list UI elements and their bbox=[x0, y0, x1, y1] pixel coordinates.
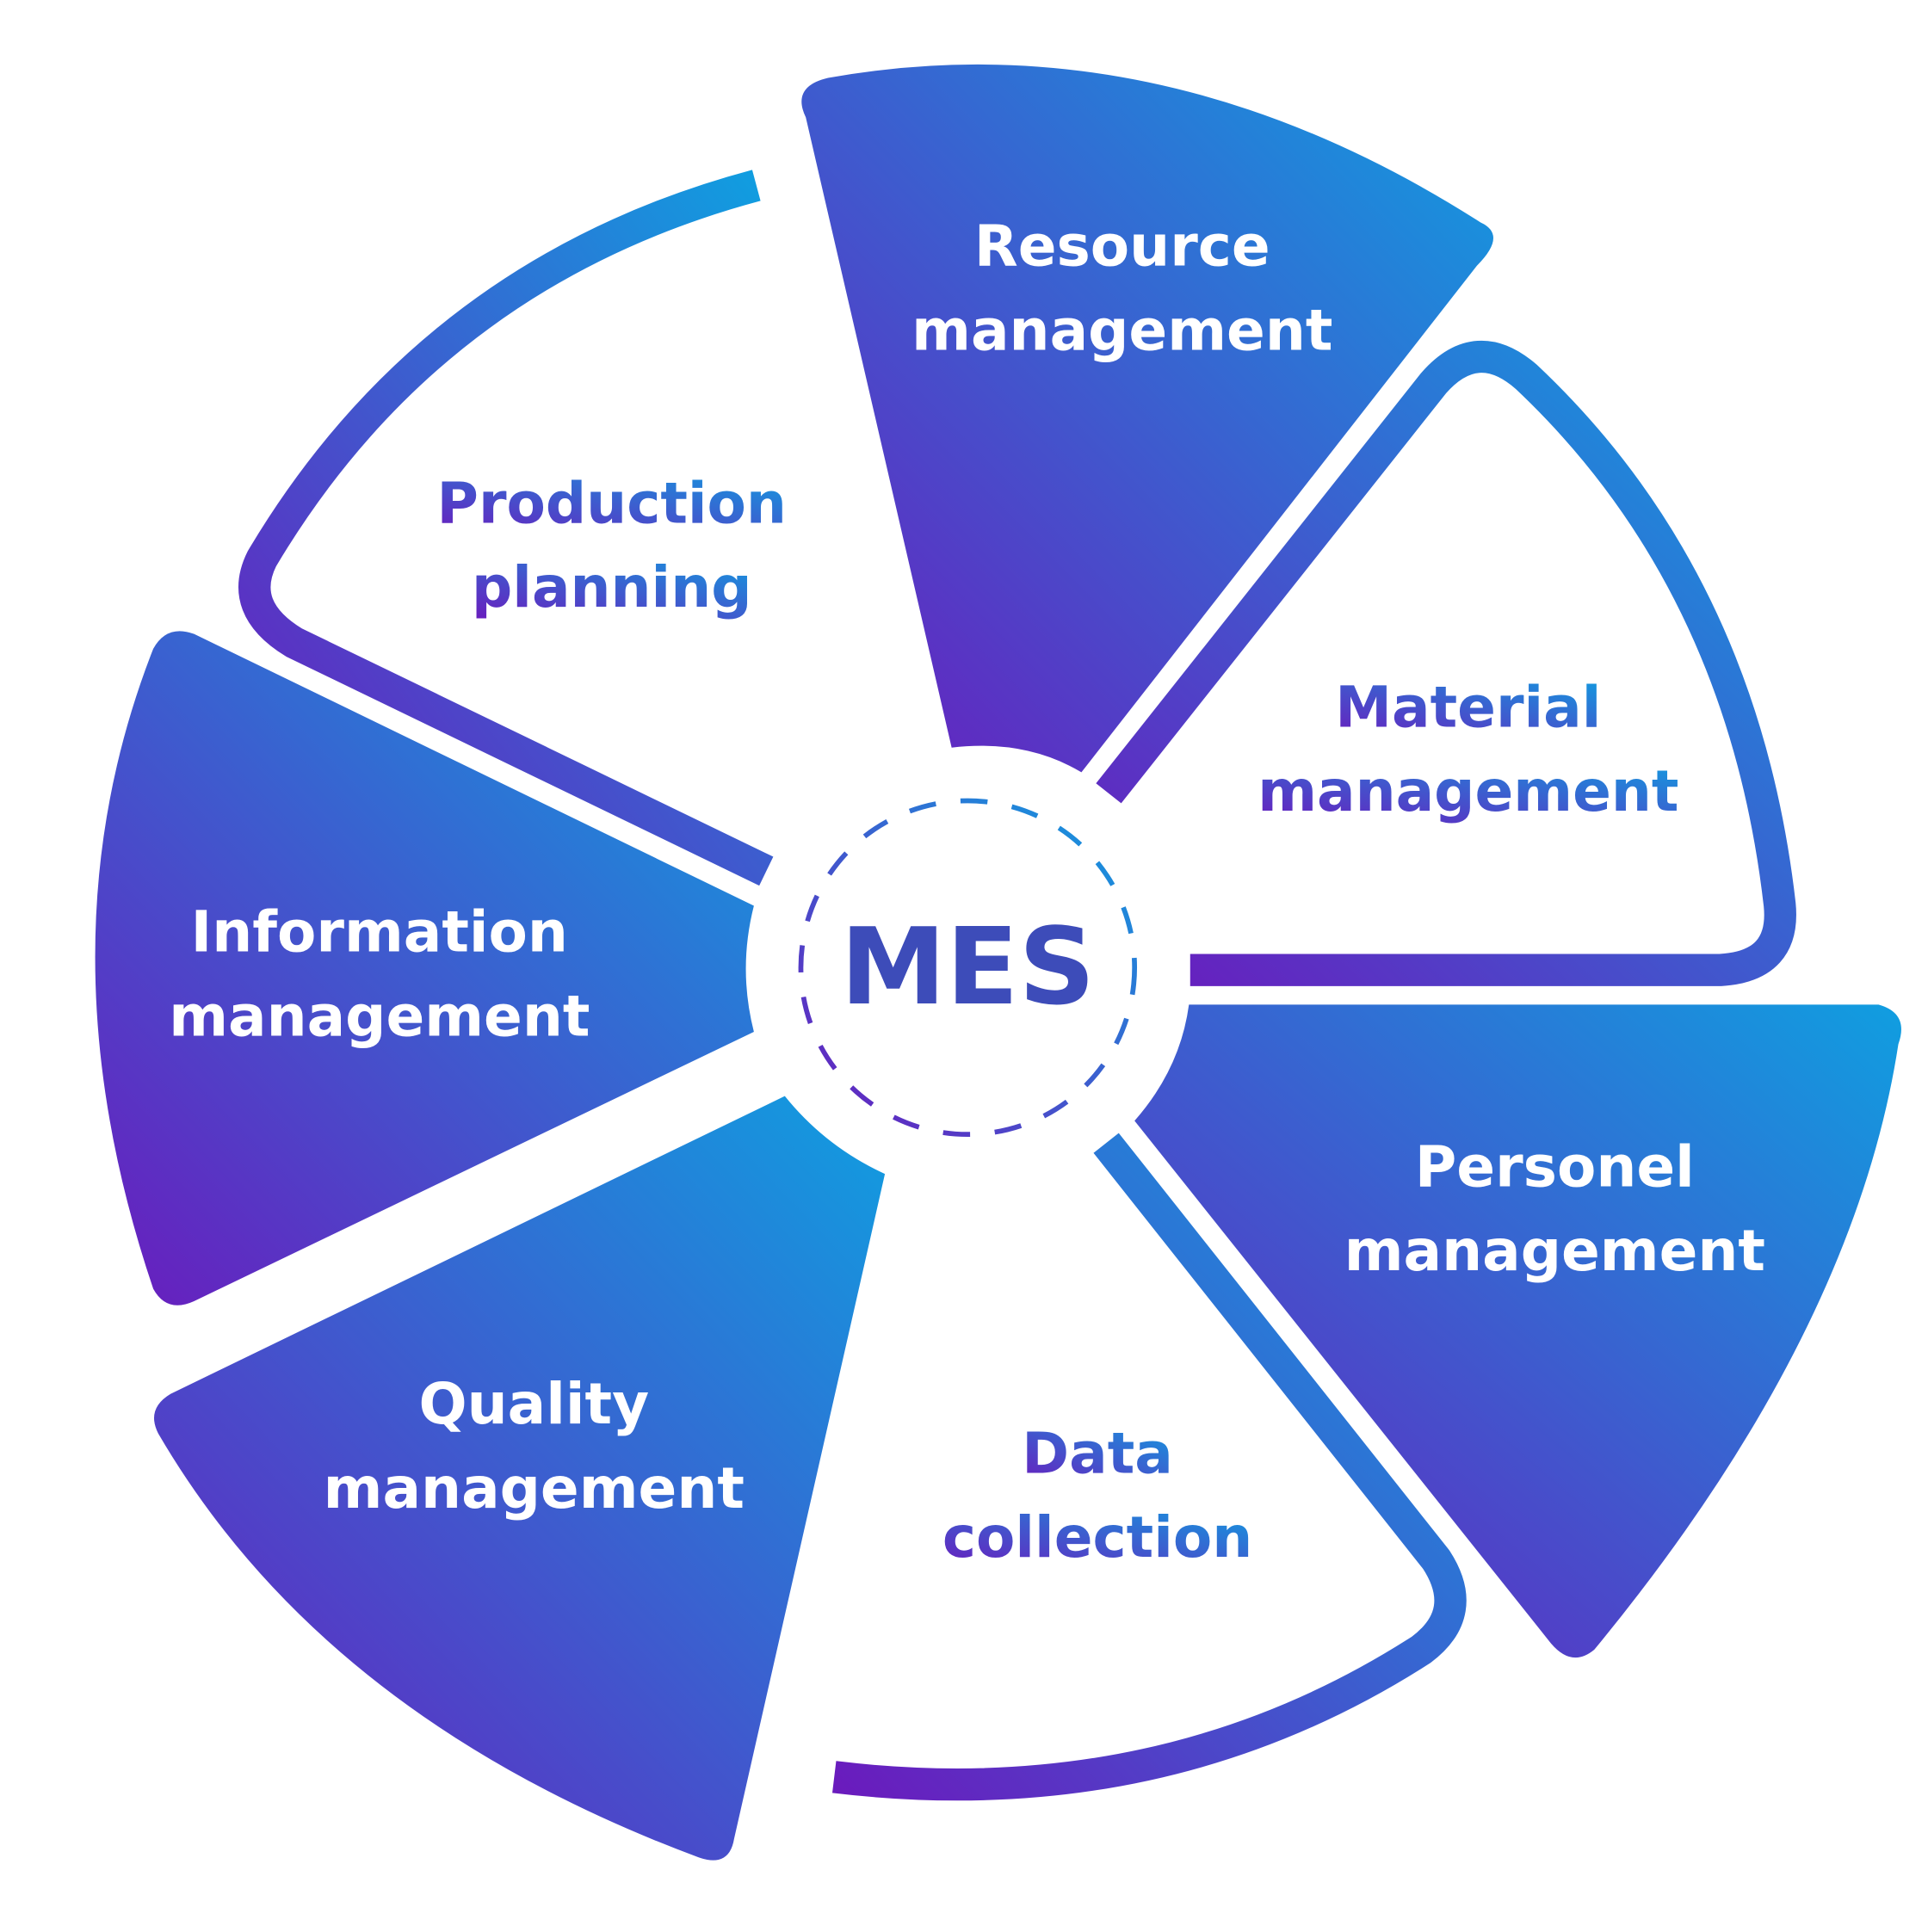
center-dashed-ring bbox=[798, 798, 1138, 1138]
segment-label-line: management bbox=[169, 983, 590, 1049]
segment-label-line: management bbox=[324, 1455, 745, 1522]
segment-production-planning bbox=[238, 170, 774, 886]
segment-labels: ResourcemanagementMaterialmanagementPers… bbox=[169, 213, 1765, 1571]
segment-data-collection bbox=[831, 1133, 1467, 1801]
segment-label-line: Information bbox=[191, 899, 568, 966]
segment-quality-management bbox=[154, 1096, 886, 1861]
segment-information-management bbox=[95, 631, 754, 1305]
segment-label-line: Personel bbox=[1415, 1133, 1695, 1200]
segment-resource-management bbox=[801, 64, 1493, 773]
segment-personel-management bbox=[1134, 1004, 1901, 1658]
segment-label-line: management bbox=[911, 297, 1332, 363]
segment-label-line: Data bbox=[1022, 1421, 1173, 1487]
segment-material-management bbox=[1096, 340, 1796, 986]
segment-label-line: management bbox=[1258, 758, 1678, 824]
segment-label-line: collection bbox=[942, 1504, 1252, 1571]
segment-label-line: management bbox=[1344, 1218, 1765, 1284]
segment-label-line: Material bbox=[1335, 674, 1601, 740]
segment-label-line: Quality bbox=[418, 1371, 649, 1437]
segment-label-line: planning bbox=[472, 554, 751, 620]
center-label: MES bbox=[840, 905, 1095, 1029]
segment-label-line: Production bbox=[437, 470, 787, 536]
segment-label-line: Resource bbox=[974, 213, 1270, 280]
